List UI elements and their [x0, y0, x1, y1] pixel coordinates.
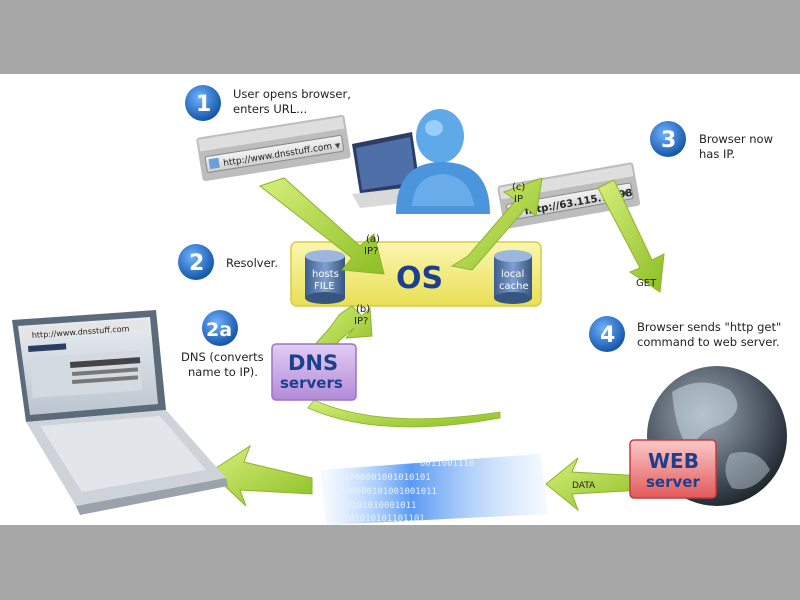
- os-label: OS: [396, 261, 443, 296]
- step-1-badge: [185, 85, 221, 121]
- binary-row-1: 0011001110: [420, 459, 474, 469]
- arrow-data: DATA: [545, 457, 643, 512]
- step-2-number: 2: [189, 251, 204, 276]
- step-3-text-1: Browser now: [699, 132, 773, 146]
- step-2a-badge: [202, 310, 238, 346]
- dropdown-arrow-icon: ▼: [334, 141, 341, 150]
- hosts-file-cylinder: hosts FILE: [305, 250, 345, 304]
- web-label: WEB: [648, 449, 699, 473]
- step-1: 1 User opens browser, enters URL...: [185, 85, 351, 121]
- step-3-badge: [650, 121, 686, 157]
- dns-servers-box: DNS servers: [271, 343, 357, 401]
- step-3-text-2: has IP.: [699, 147, 735, 161]
- step-2: 2 Resolver.: [178, 244, 278, 280]
- step-3: 3 Browser now has IP.: [650, 121, 773, 161]
- step-1-text-1: User opens browser,: [233, 87, 351, 101]
- dropdown-arrow-icon: ▼: [623, 189, 630, 198]
- binary-row-3: 1000000101001001011: [334, 487, 437, 497]
- arrow-b-label-2: IP?: [354, 316, 368, 327]
- laptop-icon: http://www.dnsstuff.com: [12, 310, 228, 515]
- hosts-label-1: hosts: [312, 269, 339, 280]
- step-4-badge: [589, 316, 625, 352]
- binary-row-2: 1000001001010101: [344, 473, 431, 483]
- web-server-box: WEB server: [629, 439, 717, 499]
- step-3-number: 3: [661, 128, 676, 153]
- step-2a-text-2: name to IP).: [188, 365, 258, 379]
- diagram-panel: http://www.dnsstuff.com ▼ http://63.115.…: [0, 74, 800, 525]
- local-cache-cylinder: local cache: [494, 250, 532, 304]
- dns-resolution-diagram: http://www.dnsstuff.com ▼ http://63.115.…: [12, 85, 787, 525]
- hosts-label-2: FILE: [314, 281, 335, 292]
- step-2-text: Resolver.: [226, 256, 278, 270]
- browser-address-bar-left: http://www.dnsstuff.com ▼: [196, 114, 351, 182]
- binary-row-5: 0101010101101101: [338, 514, 425, 524]
- arrow-b-label-1: (b): [356, 304, 370, 315]
- arrow-a-label-1: (a): [366, 234, 380, 245]
- arrow-get: GET: [597, 179, 665, 293]
- step-2a: 2a DNS (converts name to IP).: [181, 310, 264, 379]
- server-label: server: [646, 473, 700, 491]
- step-4-text-2: command to web server.: [637, 335, 780, 349]
- step-4-text-1: Browser sends "http get": [637, 320, 781, 334]
- arrow-c-label-2: IP: [514, 194, 523, 205]
- binary-data-stream: 0011001110 1000001001010101 100000010100…: [320, 454, 548, 525]
- servers-label: servers: [280, 374, 343, 392]
- cache-label-1: local: [501, 269, 524, 280]
- binary-row-4: 0101010001011: [346, 501, 416, 511]
- arrow-to-laptop: [209, 444, 313, 507]
- arrow-a-label-2: IP?: [364, 246, 378, 257]
- user-at-computer-icon: [352, 109, 490, 214]
- step-4-number: 4: [600, 323, 615, 348]
- dns-label: DNS: [288, 351, 338, 375]
- arrow-c: (c) IP: [450, 177, 543, 271]
- step-1-number: 1: [196, 92, 211, 117]
- arrow-a: (a) IP?: [258, 177, 385, 275]
- step-4: 4 Browser sends "http get" command to we…: [589, 316, 781, 352]
- step-1-text-2: enters URL...: [233, 102, 307, 116]
- arrow-dns-curve: [307, 399, 501, 428]
- get-label: GET: [636, 278, 657, 289]
- data-label: DATA: [572, 481, 596, 491]
- arrow-c-label-1: (c): [512, 182, 525, 193]
- step-2a-number: 2a: [206, 319, 232, 341]
- os-box: OS hosts FILE local cache: [290, 241, 542, 307]
- cache-label-2: cache: [499, 281, 529, 292]
- page-icon: [208, 157, 220, 170]
- step-2a-text-1: DNS (converts: [181, 350, 264, 364]
- step-2-badge: [178, 244, 214, 280]
